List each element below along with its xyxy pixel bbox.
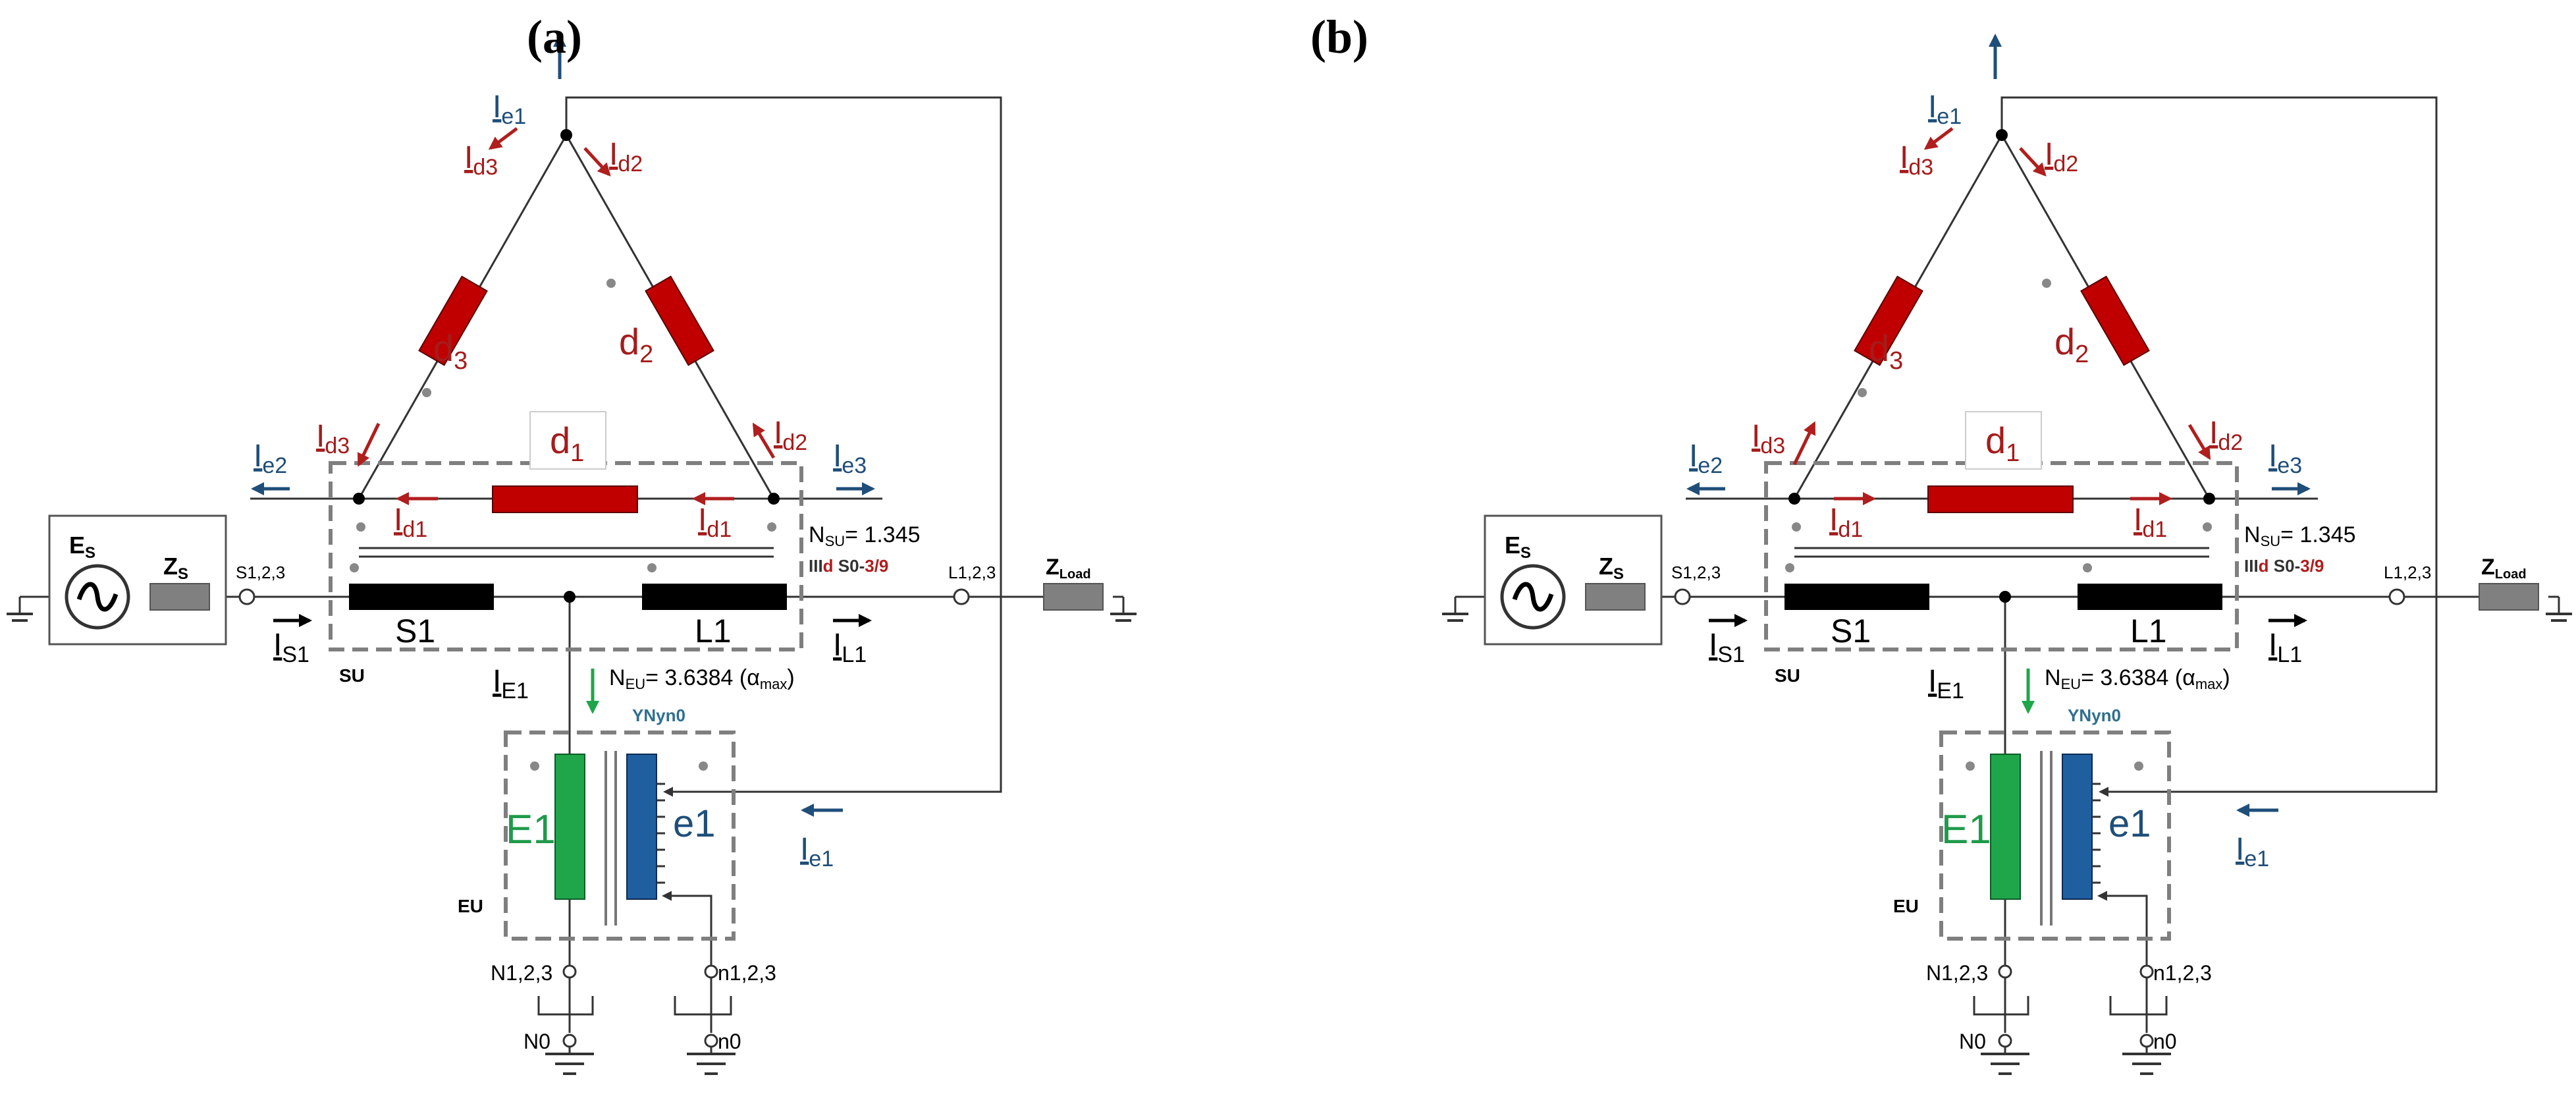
d1-label: d1 — [550, 420, 584, 467]
l123-terminal-label: L1,2,3 — [2384, 563, 2431, 582]
e1-primary-label: E1 — [506, 807, 556, 852]
n123-small-label: n1,2,3 — [718, 961, 776, 985]
d1-label: d1 — [1985, 420, 2020, 467]
il1-label: IL1 — [833, 628, 867, 667]
id3-top-label: Id3 — [1900, 140, 1933, 180]
panel-title: (a) — [527, 11, 582, 63]
n0-small-label: n0 — [2153, 1030, 2177, 1053]
id1-left-label: Id1 — [1829, 503, 1863, 542]
id3-bottom-label: Id3 — [1752, 419, 1785, 458]
vector-group-su: IIId S0-3/9 — [2244, 556, 2324, 576]
ie2-label: Ie2 — [254, 439, 287, 478]
id2-bottom-arrow — [752, 422, 776, 459]
ie1-right-label: Ie1 — [800, 832, 834, 871]
d2-label: d2 — [2054, 321, 2089, 368]
is1-label: IS1 — [1709, 628, 1745, 667]
il1-label: IL1 — [2268, 628, 2302, 667]
panel-b: (b) Ie1 Id3 Id2 d3 d2 d1 Ie2 Ie3 Id3 Id2… — [1310, 11, 2572, 1074]
n0-small-label: n0 — [718, 1030, 741, 1053]
n0-label: N0 — [523, 1030, 550, 1053]
id2-bottom-label: Id2 — [2209, 416, 2243, 455]
ie1-down-label: IE1 — [493, 664, 529, 704]
zs-label: ZS — [1599, 553, 1624, 583]
ynyn0-label: YNyn0 — [2068, 705, 2121, 725]
ie2-label: Ie2 — [1689, 439, 1723, 478]
panel-a: (a) Ie1 Id3 Id2 d3 d2 d1 Ie2 Ie3 Id3 Id2… — [7, 11, 1137, 1074]
d2-label: d2 — [619, 321, 653, 368]
id3-bottom-label: Id3 — [316, 419, 350, 458]
id2-top-label: Id2 — [609, 137, 643, 177]
n123-label: N1,2,3 — [1926, 961, 1988, 985]
n123-small-label: n1,2,3 — [2153, 961, 2212, 985]
d3-label: d3 — [1869, 327, 1903, 375]
id2-bottom-label: Id2 — [774, 416, 807, 455]
s1-winding-label: S1 — [395, 613, 435, 649]
d3-label: d3 — [433, 327, 468, 375]
e1-primary-label: E1 — [1941, 807, 1991, 852]
id1-right-label: Id1 — [2133, 503, 2167, 542]
is1-label: IS1 — [273, 628, 309, 667]
nsu-label: NSU= 1.345 — [2244, 522, 2356, 549]
id3-bottom-arrow — [1792, 421, 1816, 466]
eu-label: EU — [458, 896, 483, 916]
zload-label: ZLoad — [1046, 555, 1091, 582]
id1-left-label: Id1 — [394, 503, 427, 542]
panel-title: (b) — [1310, 11, 1368, 63]
id3-top-label: Id3 — [464, 140, 498, 180]
zload-label: ZLoad — [2481, 555, 2527, 582]
s1-winding-label: S1 — [1831, 613, 1871, 649]
ynyn0-label: YNyn0 — [632, 705, 685, 725]
eu-label: EU — [1893, 896, 1919, 916]
id1-right-label: Id1 — [698, 503, 732, 542]
id2-bottom-arrow — [2187, 424, 2211, 460]
su-label: SU — [1775, 665, 1800, 686]
es-label: ES — [1505, 532, 1531, 562]
neu-label: NEU= 3.6384 (αmax) — [609, 665, 795, 692]
su-label: SU — [339, 665, 365, 686]
ie3-label: Ie3 — [833, 439, 867, 478]
id2-top-label: Id2 — [2045, 137, 2078, 177]
e1-secondary-label: e1 — [2108, 802, 2151, 845]
zs-label: ZS — [163, 553, 188, 583]
ie1-right-label: Ie1 — [2236, 832, 2269, 871]
l123-terminal-label: L1,2,3 — [948, 563, 996, 582]
ie1-top-label: Ie1 — [493, 90, 526, 129]
id3-bottom-arrow — [357, 422, 381, 467]
n0-label: N0 — [1959, 1030, 1986, 1053]
nsu-label: NSU= 1.345 — [809, 522, 921, 549]
vector-group-su: IIId S0-3/9 — [809, 556, 888, 576]
l1-winding-label: L1 — [695, 613, 732, 649]
ie1-down-label: IE1 — [1928, 664, 1964, 704]
neu-label: NEU= 3.6384 (αmax) — [2045, 665, 2230, 692]
ie3-label: Ie3 — [2268, 439, 2302, 478]
es-label: ES — [69, 532, 95, 562]
s123-terminal-label: S1,2,3 — [236, 563, 285, 582]
n123-label: N1,2,3 — [491, 961, 552, 985]
l1-winding-label: L1 — [2130, 613, 2167, 649]
e1-secondary-label: e1 — [673, 802, 716, 845]
s123-terminal-label: S1,2,3 — [1671, 563, 1721, 582]
ie1-top-label: Ie1 — [1928, 90, 1962, 129]
